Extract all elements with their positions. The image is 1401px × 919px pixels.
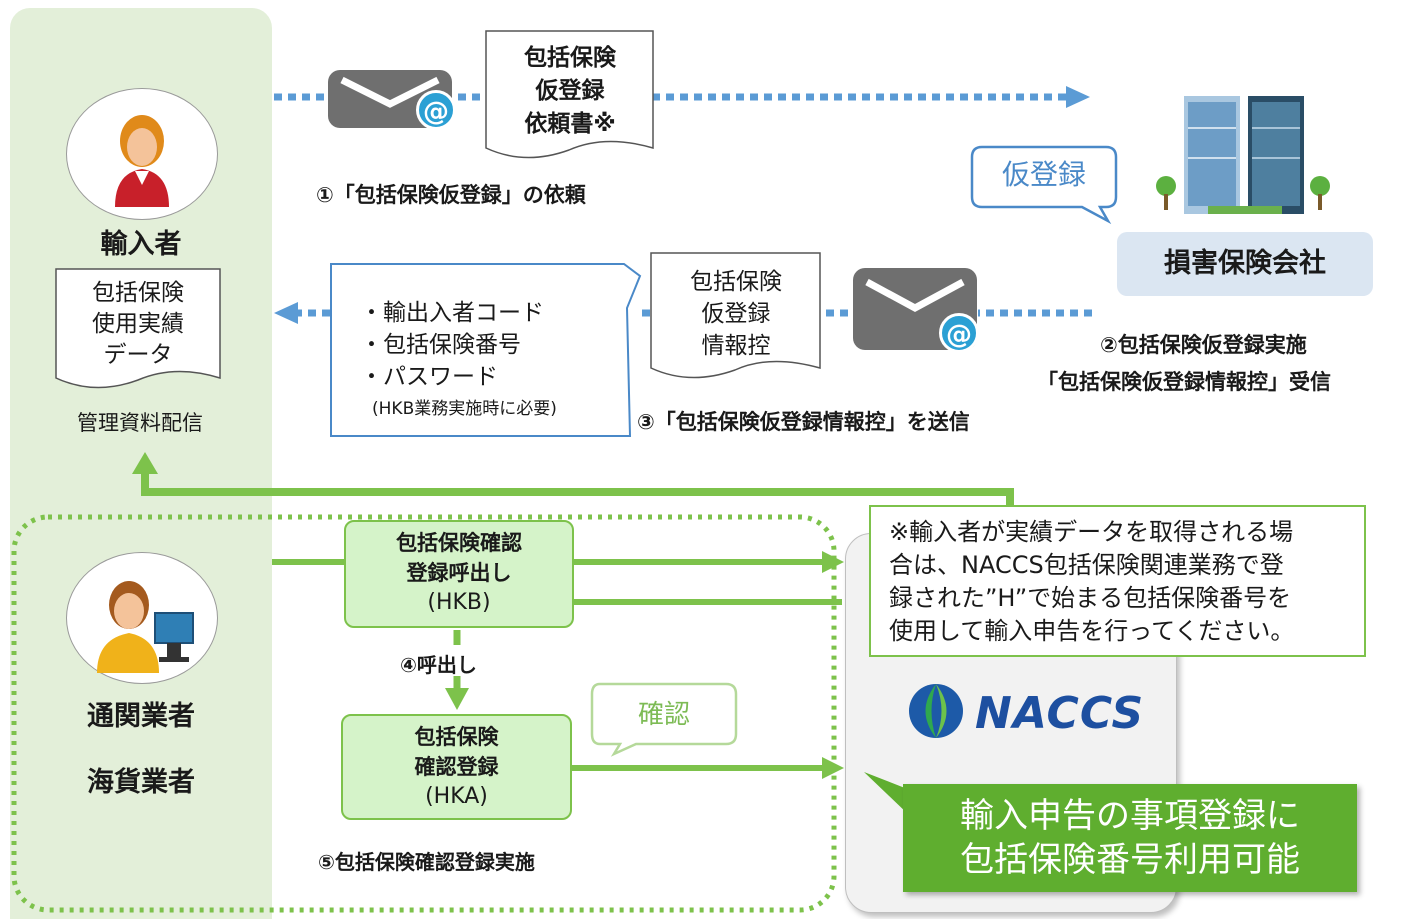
note-box: ※輸入者が実績データを取得される場 合は、NACCS包括保険関連業務で登 録され… — [869, 505, 1366, 657]
insurer-label: 損害保険会社 — [1117, 232, 1373, 296]
step5-label: ⑤包括保険確認登録実施 — [318, 850, 535, 874]
arrowhead-hkb-naccs — [822, 551, 844, 573]
arrow-data-delivery — [141, 472, 1014, 512]
hkb-line2: 登録呼出し — [406, 561, 512, 585]
hka-line2: 確認登録 — [414, 755, 499, 779]
broker-person-icon — [97, 581, 194, 673]
usage-doc-shape — [55, 268, 221, 389]
building-icon — [1156, 96, 1330, 214]
importer-label: 輸入者 — [100, 229, 182, 260]
confirm-bubble-text: 確認 — [637, 700, 690, 730]
naccs-logo-text: NACCS — [975, 688, 1145, 739]
provisional-bubble-text: 仮登録 — [1001, 158, 1086, 191]
step1-caption: ①「包括保険仮登録」の依頼 — [316, 183, 586, 207]
arrowhead-hka — [445, 688, 469, 710]
confirm-bubble — [590, 682, 738, 757]
hkb-line1: 包括保険確認 — [396, 531, 522, 555]
at-icon-request: @ — [416, 90, 456, 130]
usage-doc-text: 包括保険 使用実績 データ — [92, 280, 184, 368]
credentials-list: ・輸出入者コード ・包括保険番号 ・パスワード — [360, 297, 544, 393]
arrowhead-to-insurer — [1066, 86, 1090, 108]
hkb-box: 包括保険確認 登録呼出し (HKB) — [344, 520, 574, 628]
naccs-globe-icon — [909, 684, 963, 738]
at-icon-return: @ — [939, 313, 979, 353]
step2-caption-line2: 「包括保険仮登録情報控」受信 — [1037, 370, 1331, 394]
broker-label: 通関業者 — [87, 701, 195, 732]
arrowhead-to-importer — [274, 302, 298, 324]
broker-avatar — [66, 552, 218, 684]
result-callout-tail — [864, 772, 910, 816]
credential-item: ・包括保険番号 — [360, 332, 521, 358]
arrowhead-data-delivery — [132, 452, 158, 474]
step2-caption-line1: ②包括保険仮登録実施 — [1100, 333, 1307, 357]
step3-caption: ③「包括保険仮登録情報控」を送信 — [637, 410, 970, 434]
step4-label: ④呼出し — [400, 653, 477, 677]
hkb-code: (HKB) — [427, 590, 491, 615]
hka-code: (HKA) — [425, 784, 488, 809]
request-doc-text: 包括保険 仮登録 依頼書※ — [524, 45, 616, 137]
mgmt-label: 管理資料配信 — [77, 411, 203, 435]
credential-item: ・輸出入者コード — [360, 300, 544, 326]
hka-line1: 包括保険 — [414, 725, 499, 749]
credentials-note: (HKB業務実施時に必要) — [372, 399, 557, 419]
request-doc-shape — [485, 30, 654, 159]
forwarder-label: 海貨業者 — [87, 767, 195, 798]
importer-avatar — [66, 88, 218, 220]
credential-item: ・パスワード — [360, 364, 498, 390]
info-doc-text: 包括保険 仮登録 情報控 — [690, 269, 782, 359]
importer-person-icon — [115, 115, 169, 207]
provisional-bubble — [970, 145, 1118, 225]
credentials-callout — [330, 263, 642, 437]
broker-group-border — [11, 514, 837, 913]
result-box: 輸入申告の事項登録に 包括保険番号利用可能 — [903, 784, 1357, 892]
hka-box: 包括保険 確認登録 (HKA) — [341, 714, 572, 820]
info-doc-shape — [650, 252, 821, 379]
